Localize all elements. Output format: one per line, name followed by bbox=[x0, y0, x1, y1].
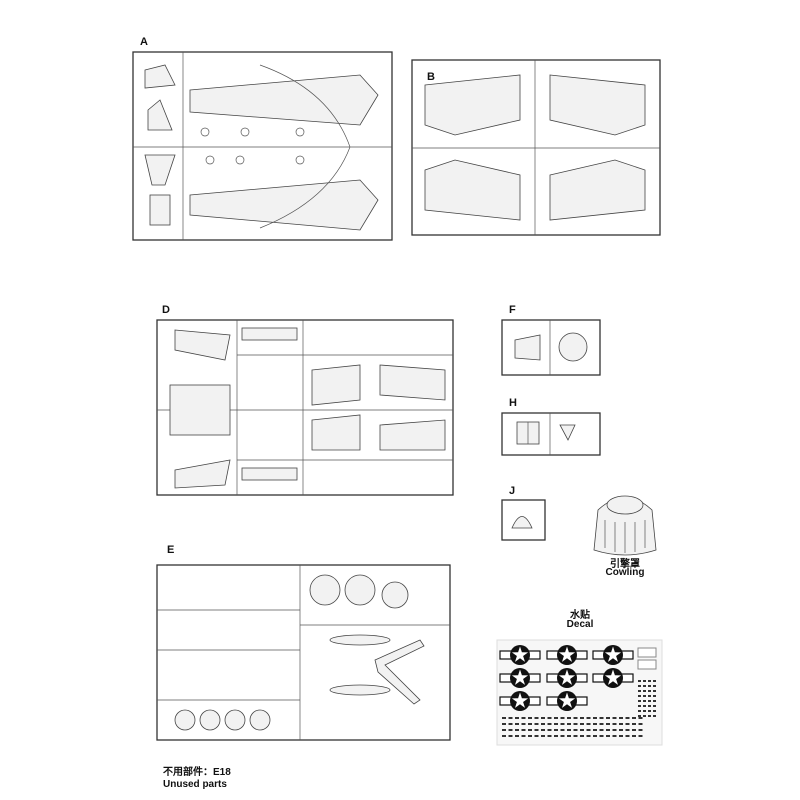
insignia-star bbox=[558, 669, 576, 685]
sprue-label-f: F bbox=[509, 304, 516, 316]
sprue-label-a: A bbox=[140, 36, 148, 48]
sprue-label-j: J bbox=[509, 485, 516, 497]
insignia-star bbox=[558, 646, 576, 662]
insignia-star bbox=[511, 669, 529, 685]
insignia-star bbox=[604, 669, 622, 685]
sprue-h bbox=[501, 412, 601, 456]
cowling-label-cn: 引擎罩 bbox=[610, 559, 640, 570]
sprue-label-d: D bbox=[162, 304, 170, 316]
sprue-label-h: H bbox=[509, 397, 517, 409]
sprue-f bbox=[501, 319, 601, 376]
sprue-j bbox=[501, 499, 546, 541]
decal-sheet bbox=[496, 639, 663, 746]
sprue-label-b: B bbox=[427, 71, 435, 83]
unused-parts-cn: 不用部件：E18 bbox=[163, 767, 231, 778]
insignia-star bbox=[558, 692, 576, 708]
cowling-part bbox=[593, 495, 657, 556]
cowling-label-en: Cowling bbox=[605, 567, 645, 578]
sprue-label-e: E bbox=[167, 544, 175, 556]
sprue-d bbox=[156, 319, 454, 496]
unused-parts-en: Unused parts bbox=[163, 779, 227, 790]
insignia-star bbox=[511, 692, 529, 708]
decal-label-en: Decal bbox=[566, 619, 594, 630]
decal-label-cn: 水贴 bbox=[570, 610, 590, 621]
sprue-e bbox=[156, 564, 451, 741]
insignia-star bbox=[511, 646, 529, 662]
insignia-star bbox=[604, 646, 622, 662]
sprue-b bbox=[411, 59, 661, 236]
sprue-a bbox=[132, 51, 393, 241]
